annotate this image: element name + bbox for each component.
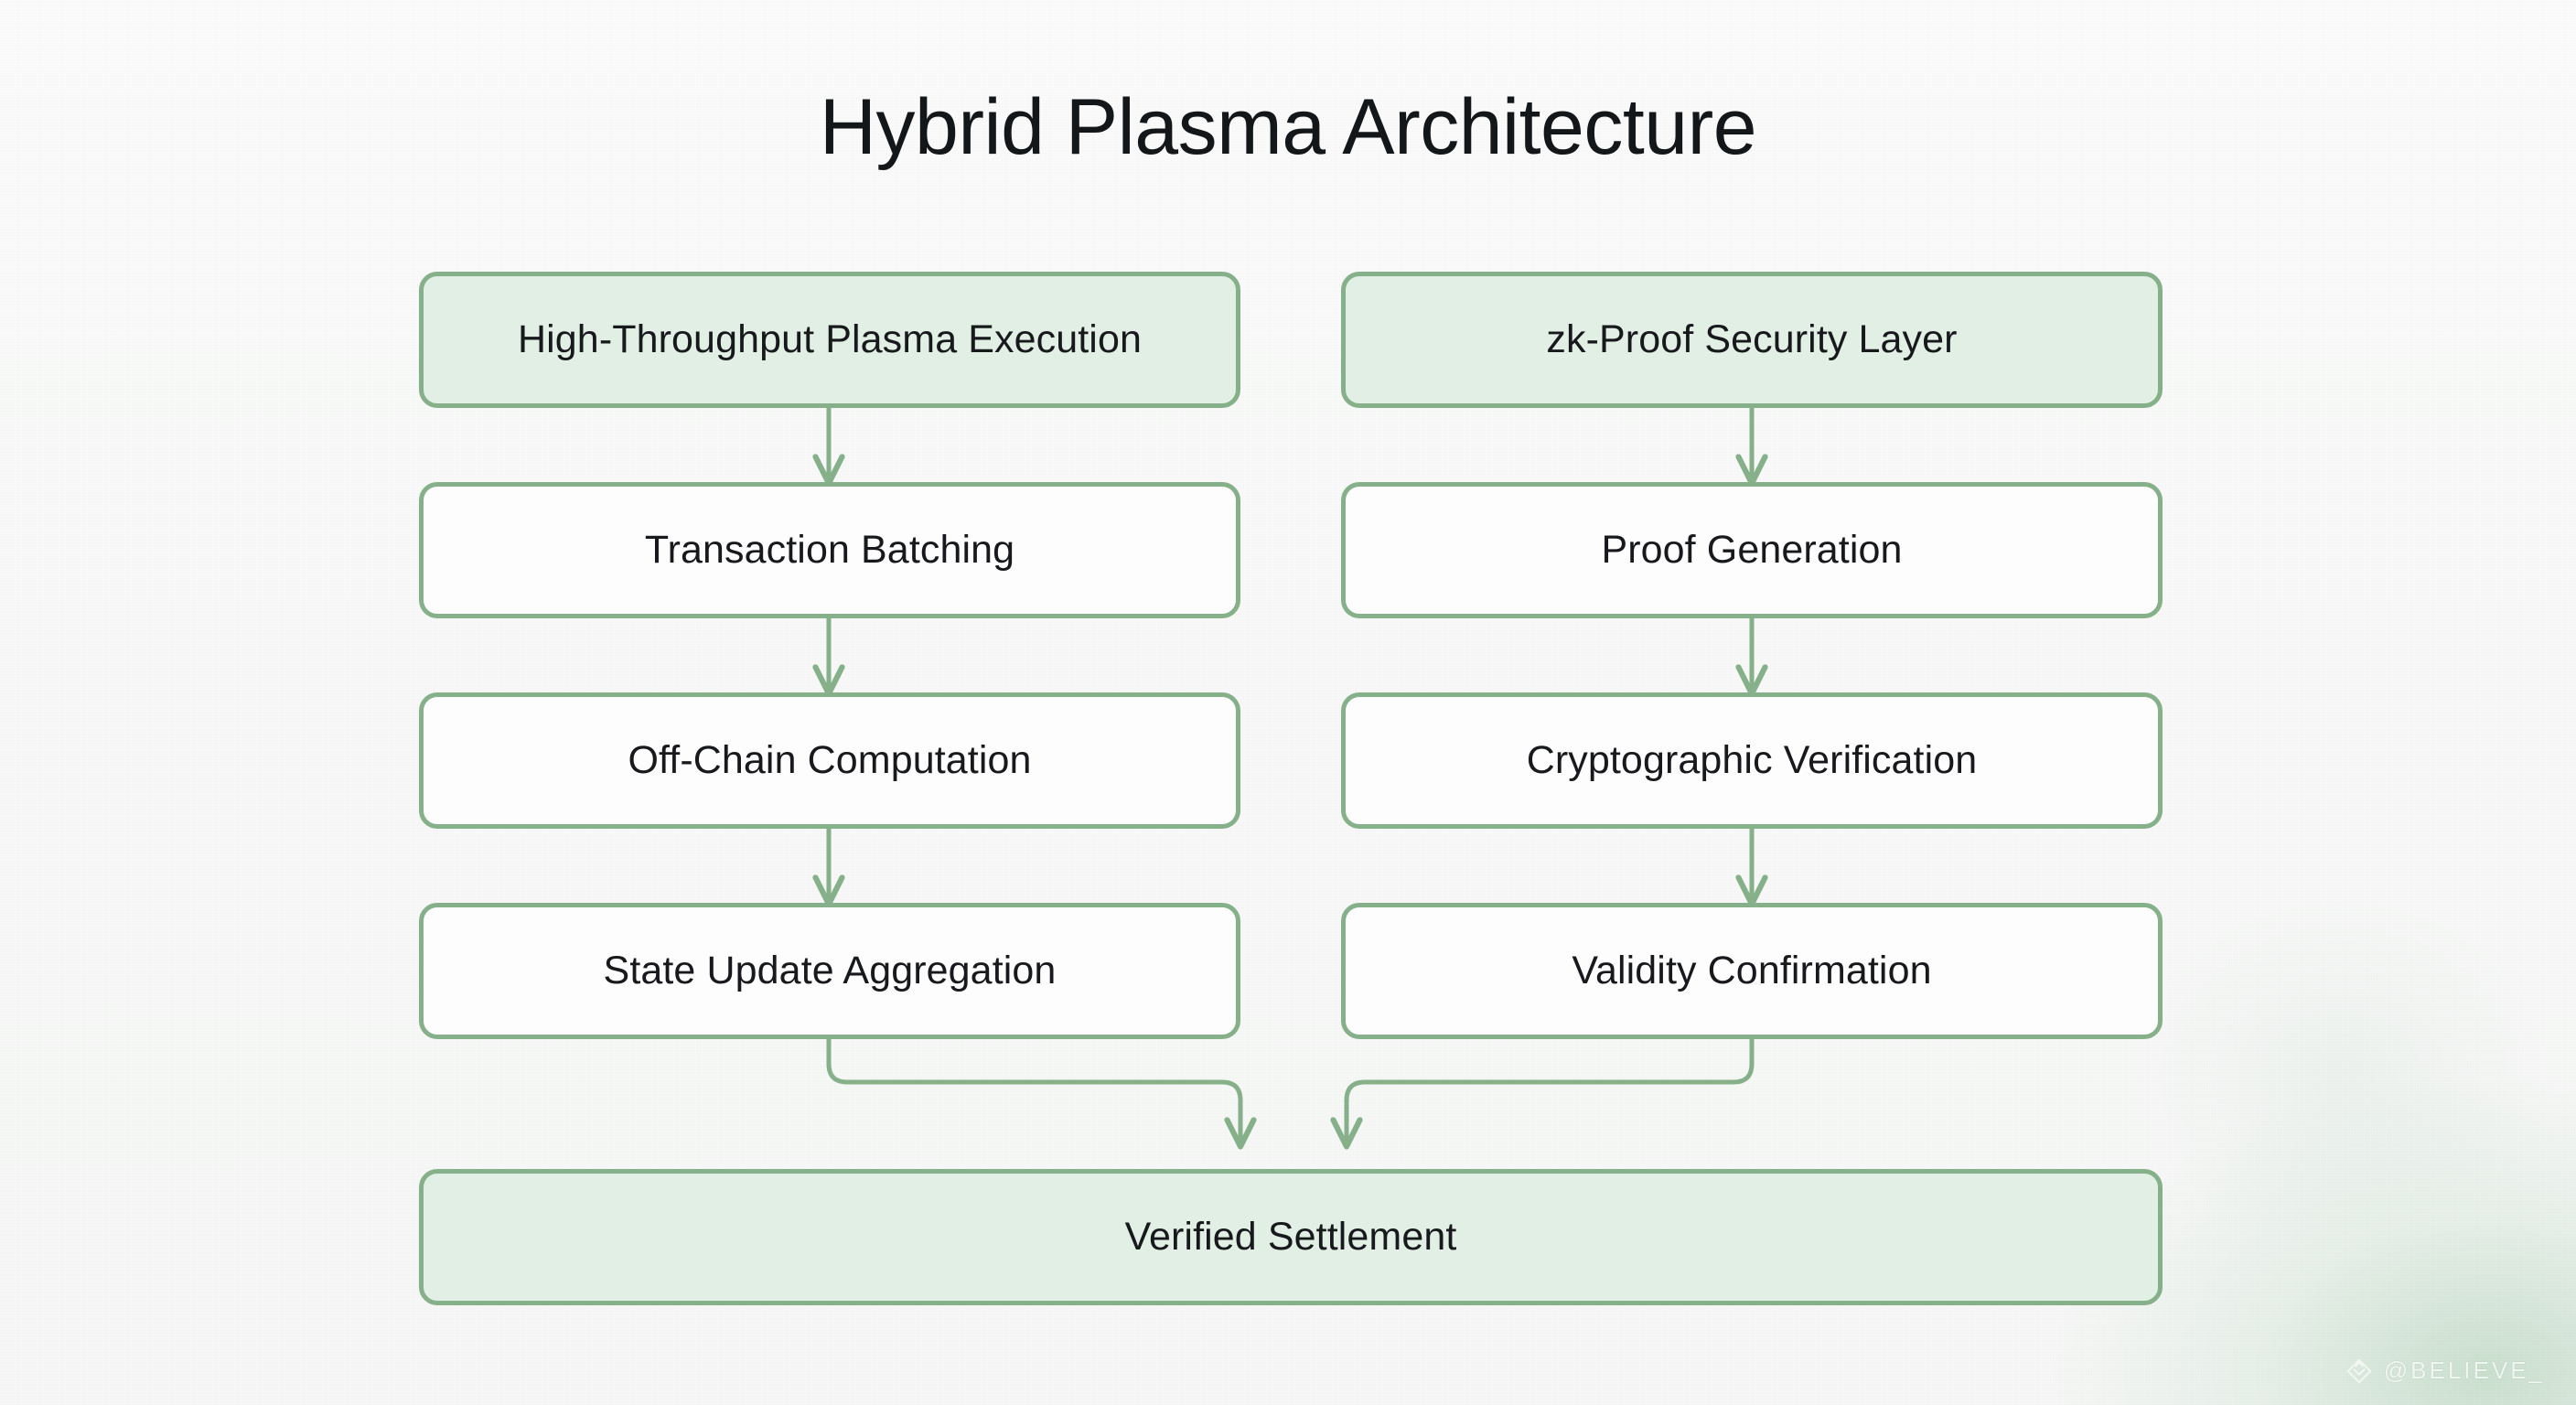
edge-n4-n9	[826, 1039, 1240, 1145]
watermark-handle: @BELIEVE_	[2383, 1357, 2545, 1384]
edge-n8-n9	[1347, 1039, 1755, 1145]
node-cryptographic-verification[interactable]: Cryptographic Verification	[1341, 692, 2163, 829]
node-transaction-batching[interactable]: Transaction Batching	[419, 482, 1240, 618]
node-proof-generation[interactable]: Proof Generation	[1341, 482, 2163, 618]
diamond-logo-icon	[2346, 1357, 2372, 1384]
node-label: Verified Settlement	[1124, 1215, 1457, 1259]
page-title: Hybrid Plasma Architecture	[819, 83, 1757, 171]
node-label: High-Throughput Plasma Execution	[517, 317, 1142, 361]
node-label: Proof Generation	[1601, 528, 1903, 572]
node-label: Cryptographic Verification	[1526, 738, 1978, 782]
node-verified-settlement[interactable]: Verified Settlement	[419, 1169, 2163, 1305]
node-zk-proof-security-layer[interactable]: zk-Proof Security Layer	[1341, 272, 2163, 408]
node-state-update-aggregation[interactable]: State Update Aggregation	[419, 903, 1240, 1039]
node-label: Transaction Batching	[644, 528, 1015, 572]
node-validity-confirmation[interactable]: Validity Confirmation	[1341, 903, 2163, 1039]
node-label: State Update Aggregation	[603, 949, 1057, 992]
node-off-chain-computation[interactable]: Off-Chain Computation	[419, 692, 1240, 829]
node-label: Off-Chain Computation	[628, 738, 1032, 782]
node-label: Validity Confirmation	[1572, 949, 1932, 992]
watermark: @BELIEVE_	[2345, 1357, 2545, 1385]
node-label: zk-Proof Security Layer	[1546, 317, 1958, 361]
node-high-throughput-plasma-execution[interactable]: High-Throughput Plasma Execution	[419, 272, 1240, 408]
